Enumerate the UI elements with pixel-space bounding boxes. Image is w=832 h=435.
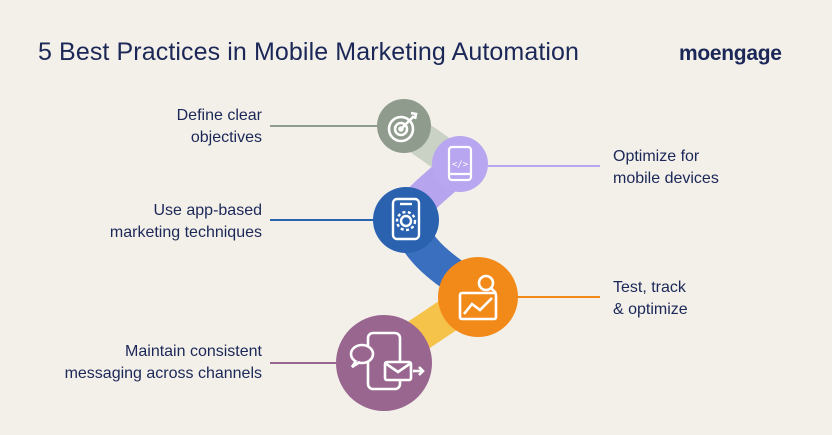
page-title: 5 Best Practices in Mobile Marketing Aut… bbox=[38, 38, 580, 66]
omnichannel-messaging-icon bbox=[349, 331, 425, 391]
step-4-node bbox=[438, 257, 518, 337]
step-1-label: Define clear objectives bbox=[177, 105, 262, 149]
step-2-node: </> bbox=[432, 136, 488, 192]
svg-text:</>: </> bbox=[452, 160, 469, 170]
step-3-line1: Use app-based bbox=[153, 202, 262, 219]
brand-logo: moengage bbox=[679, 42, 782, 65]
step-3-node bbox=[373, 187, 439, 253]
step-1-line1: Define clear bbox=[176, 107, 262, 124]
step-5-line2: messaging across channels bbox=[64, 365, 262, 382]
step-4-label: Test, track & optimize bbox=[613, 277, 688, 321]
mobile-code-icon: </> bbox=[447, 145, 473, 182]
step-4-line1: Test, track bbox=[613, 279, 686, 296]
step-5-line1: Maintain consistent bbox=[125, 343, 262, 360]
step-5-node bbox=[336, 315, 432, 411]
step-3-label: Use app-based marketing techniques bbox=[110, 200, 262, 244]
step-2-label: Optimize for mobile devices bbox=[613, 146, 719, 190]
target-icon bbox=[387, 111, 418, 143]
step-2-line1: Optimize for bbox=[613, 148, 700, 165]
leader-lines bbox=[270, 125, 600, 364]
analytics-search-icon bbox=[458, 274, 498, 321]
step-4-line2: & optimize bbox=[613, 301, 688, 318]
step-2-line2: mobile devices bbox=[613, 170, 719, 187]
mobile-settings-icon bbox=[391, 197, 421, 241]
step-5-label: Maintain consistent messaging across cha… bbox=[65, 341, 262, 385]
step-3-line2: marketing techniques bbox=[109, 224, 262, 241]
step-1-node bbox=[377, 99, 431, 153]
step-1-line2: objectives bbox=[190, 129, 262, 146]
